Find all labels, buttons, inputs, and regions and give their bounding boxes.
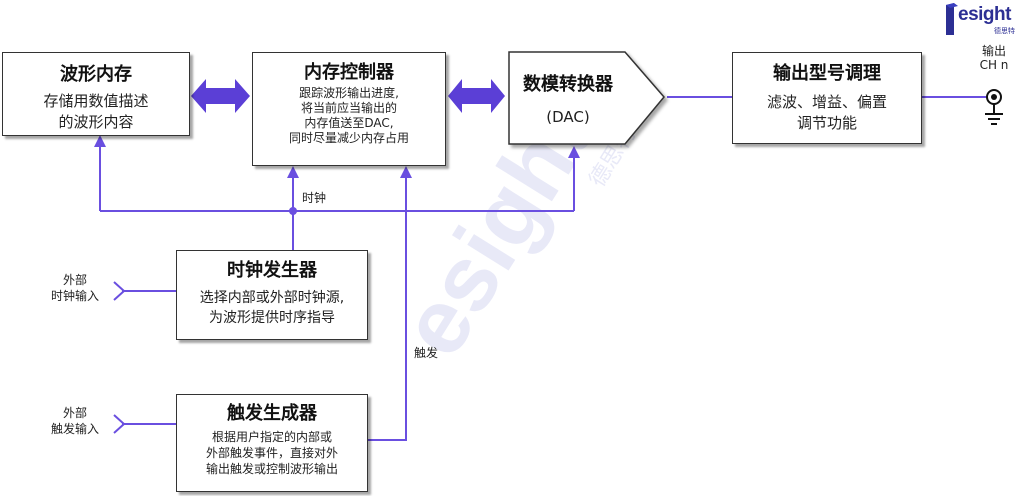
waveform-memory-desc-2: 的波形内容 [58,113,134,131]
output-conditioning-desc-1: 滤波、增益、偏置 [766,93,887,111]
ext-trigger-input-chevron [113,414,126,434]
output-label: 输出 CH n [966,44,1022,72]
memory-controller-desc-2: 将当前应当输出的 [300,101,397,115]
clock-label: 时钟 [302,191,327,205]
ext-trigger-input-label-2: 触发输入 [50,422,99,436]
output-label-2: CH n [979,58,1009,72]
memory-controller-desc-3: 内存值送至DAC, [304,116,394,130]
trigger-generator-title: 触发生成器 [227,403,317,424]
ext-clock-input-label-2: 时钟输入 [50,289,99,303]
dac-title: 数模转换器 [523,74,613,95]
output-label-1: 输出 [981,44,1006,58]
trigger-label: 触发 [414,346,439,360]
memory-controller-block: 内存控制器 跟踪波形输出进度, 将当前应当输出的 内存值送至DAC, 同时尽量减… [252,52,446,166]
output-connector-center [991,94,997,100]
dac-block: 数模转换器 (DAC) [509,52,627,144]
memory-controller-title: 内存控制器 [304,62,394,83]
trigger-generator-block: 触发生成器 根据用户指定的内部或 外部触发事件，直接对外 输出触发或控制波形输出 [176,394,368,492]
logo-mark-icon [946,3,958,35]
clock-generator-desc-1: 选择内部或外部时钟源, [199,290,345,306]
logo-subtext: 德思特 [994,27,1015,35]
waveform-memory-block: 波形内存 存储用数值描述 的波形内容 [2,52,190,136]
memory-controller-bidirectional-arrow [191,79,250,113]
clock-junction-dot [289,207,297,215]
clock-to-memory-arrow [94,135,106,147]
clock-generator-title: 时钟发生器 [227,260,317,281]
memory-controller-desc-1: 跟踪波形输出进度, [299,86,399,100]
output-conditioning-title: 输出型号调理 [773,63,881,84]
ext-clock-input-chevron [113,281,126,301]
trigger-arrow [400,166,412,178]
ext-clock-input-label-1: 外部 [62,273,87,287]
trigger-generator-desc-3: 输出触发或控制波形输出 [205,462,338,476]
clock-to-dac-arrow [568,146,580,158]
dac-desc: (DAC) [546,108,590,126]
clock-to-controller-arrow [287,166,299,178]
dac-block-shape [508,51,665,145]
clock-generator-desc-2: 为波形提供时序指导 [209,310,335,326]
trigger-generator-desc-2: 外部触发事件，直接对外 [205,446,338,460]
clock-generator-block: 时钟发生器 选择内部或外部时钟源, 为波形提供时序指导 [176,250,368,340]
waveform-memory-title: 波形内存 [60,64,132,85]
logo-text: esight [958,4,1011,25]
ext-clock-input-label: 外部 时钟输入 [40,272,110,304]
waveform-memory-desc-1: 存储用数值描述 [43,92,149,110]
output-conditioning-desc-2: 调节功能 [796,114,857,132]
trigger-generator-desc-1: 根据用户指定的内部或 [211,430,332,444]
memory-controller-desc-4: 同时尽量减少内存占用 [288,131,409,145]
controller-dac-bidirectional-arrow [448,79,505,113]
output-conditioning-block: 输出型号调理 滤波、增益、偏置 调节功能 [732,52,922,144]
logo: esight 德思特 [944,2,1022,38]
ext-trigger-input-label-1: 外部 [62,406,87,420]
trigger-line [368,176,407,441]
ext-trigger-input-label: 外部 触发输入 [40,405,110,437]
